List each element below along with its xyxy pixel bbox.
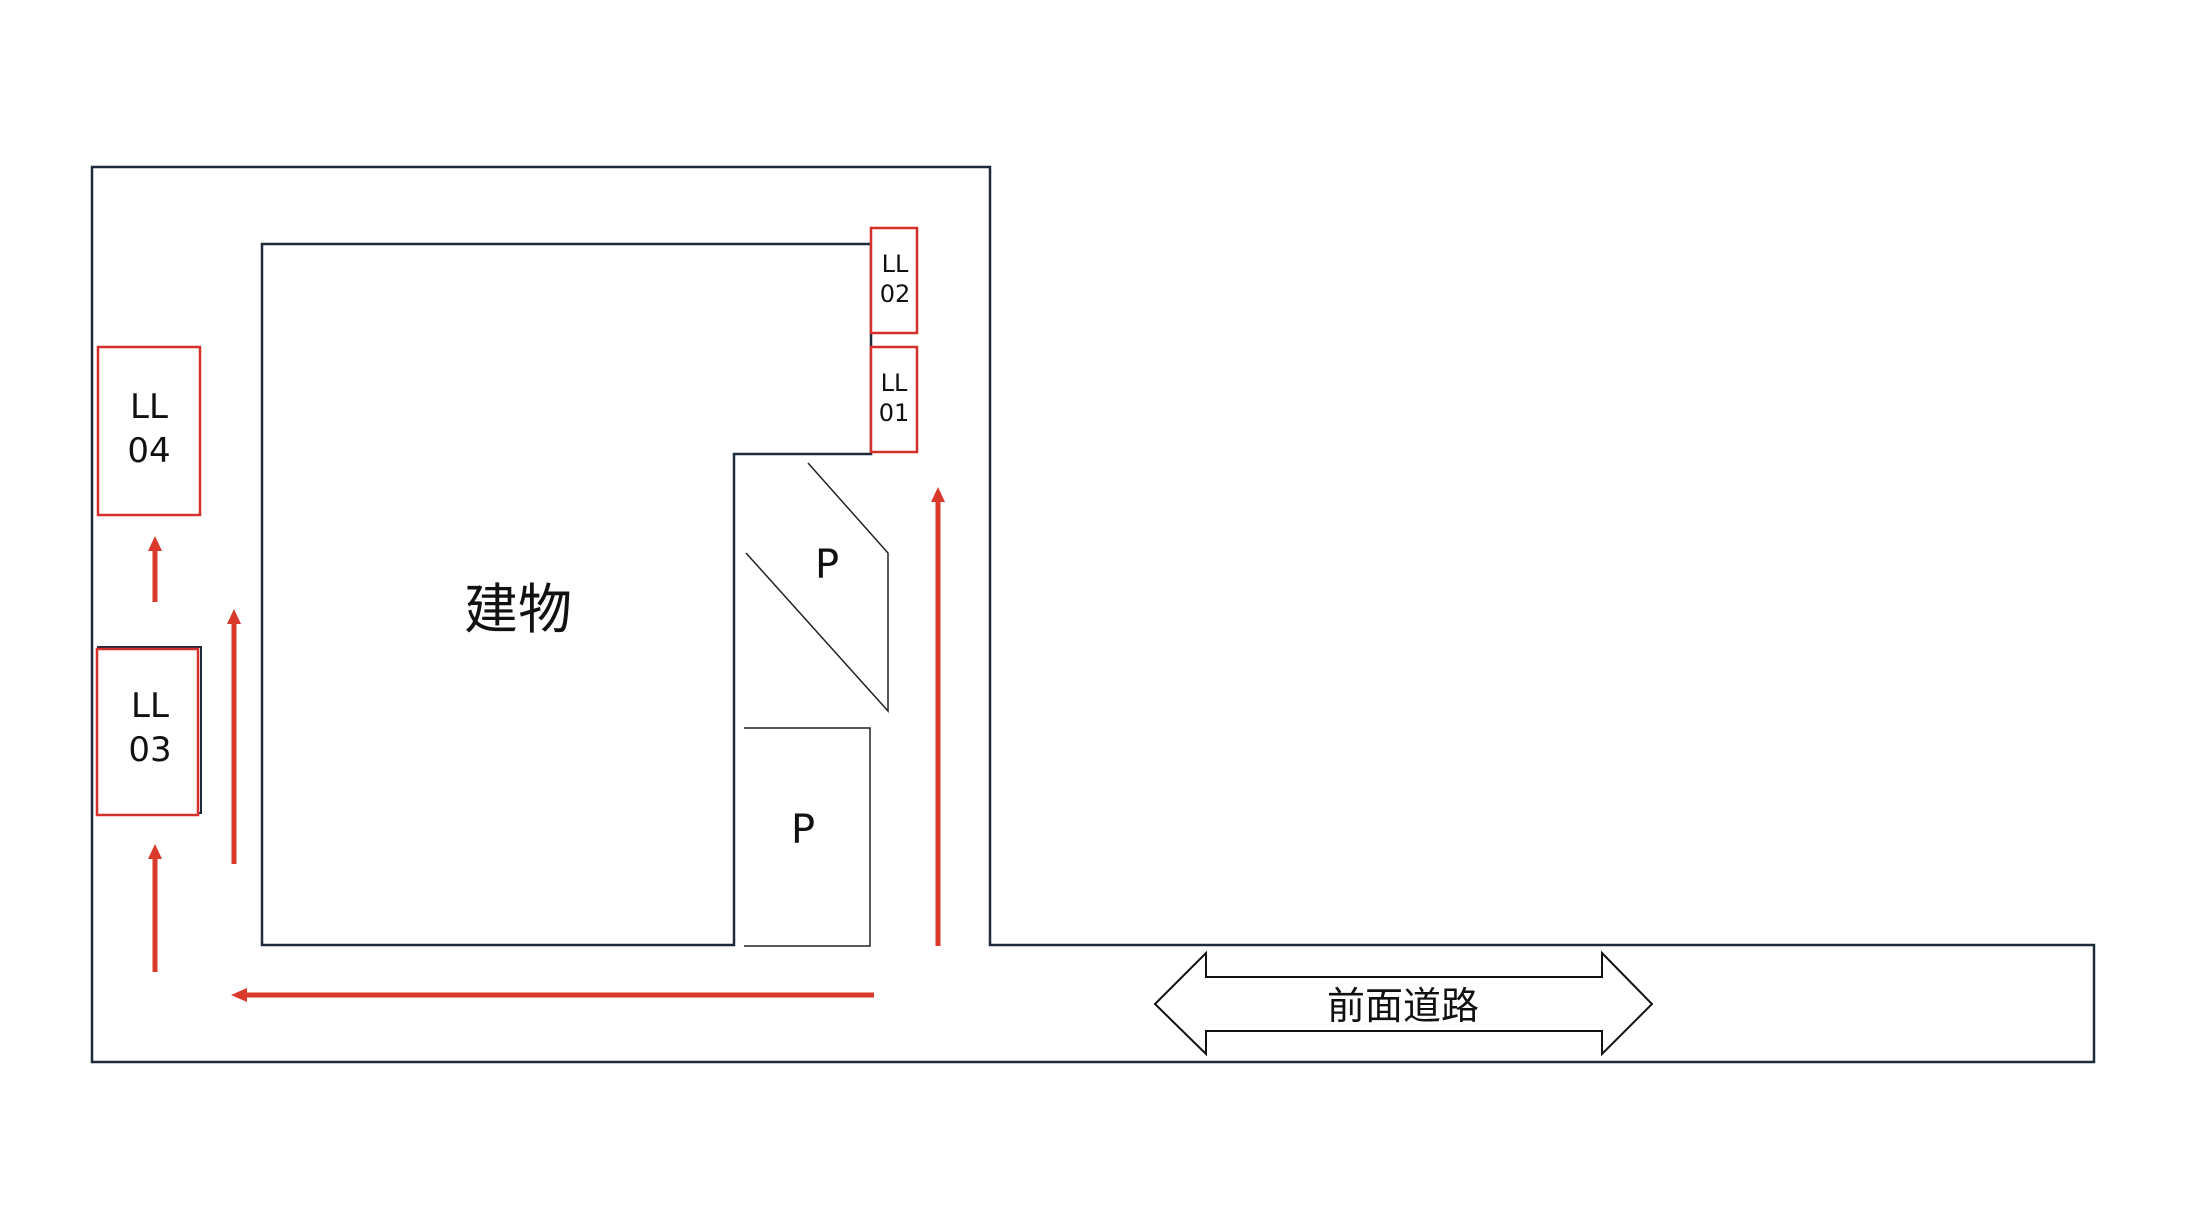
svg-text:03: 03 <box>128 730 171 770</box>
parking-space-diagonal: P <box>745 462 889 713</box>
svg-text:01: 01 <box>879 399 910 427</box>
route-arrow-up-right <box>931 487 945 946</box>
svg-text:LL: LL <box>881 369 908 397</box>
route-arrow-up-to-ll03 <box>148 844 162 972</box>
front-road-label: 前面道路 <box>1327 984 1479 1028</box>
locker-ll02: LL 02 <box>869 226 919 335</box>
locker-ll03: LL 03 <box>95 646 202 817</box>
locker-ll01: LL 01 <box>869 345 919 454</box>
parking-space: P <box>744 727 871 947</box>
svg-text:LL: LL <box>131 686 169 726</box>
parking-label: P <box>815 542 839 588</box>
locker-ll04: LL 04 <box>96 345 202 517</box>
route-arrow-up-inner <box>227 609 241 864</box>
parking-label: P <box>791 807 815 853</box>
svg-text:LL: LL <box>130 387 168 427</box>
svg-text:04: 04 <box>127 431 170 471</box>
front-road-double-arrow: 前面道路 <box>1153 950 1654 1057</box>
route-arrow-up-to-ll04 <box>148 536 162 602</box>
site-boundary <box>90 165 2096 1064</box>
building-label: 建物 <box>464 578 572 641</box>
svg-text:02: 02 <box>880 280 911 308</box>
route-arrow-left <box>231 988 874 1002</box>
svg-text:LL: LL <box>882 250 909 278</box>
